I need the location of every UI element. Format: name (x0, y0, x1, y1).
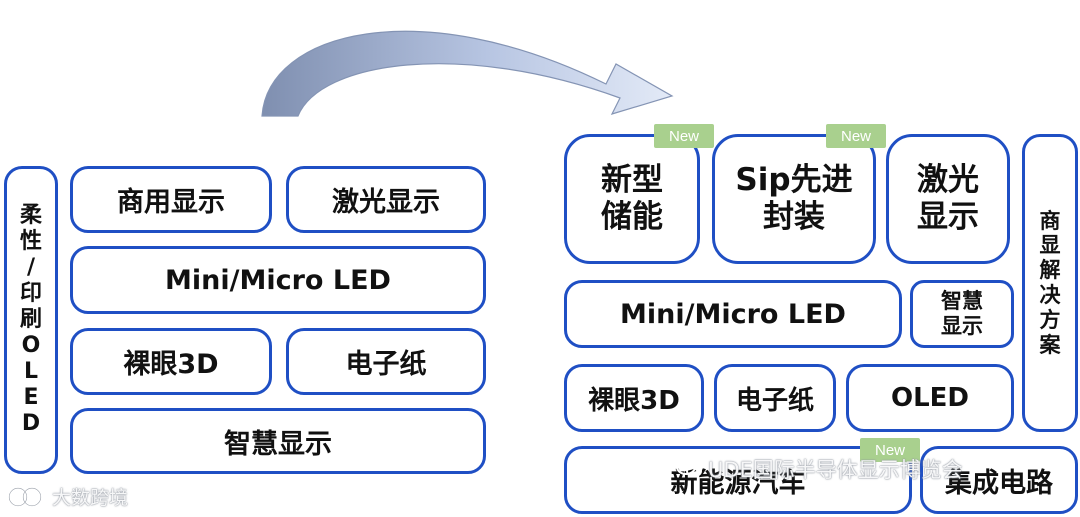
laser-display-label: 激光显示 (332, 187, 440, 218)
vertical-char: 性 (19, 229, 42, 255)
new-badge: New (654, 124, 714, 148)
mini-micro-led-label: Mini/Micro LED (165, 264, 391, 296)
logo-icon (8, 487, 42, 506)
sip-packaging-line1: Sip先进 (735, 162, 853, 199)
sip-packaging-line2: 封装 (763, 199, 825, 235)
new-energy-storage-box: 新型 储能 (564, 134, 700, 264)
sip-packaging-box: Sip先进 封装 (712, 134, 876, 264)
watermark-text: UDE国际半导体显示博览会 (676, 454, 963, 484)
oled-box: OLED (846, 364, 1014, 432)
laser-display-line1: 激光 (917, 162, 979, 199)
new-energy-storage-line2: 储能 (601, 199, 663, 235)
vertical-char: E (23, 384, 39, 410)
smart-display-line1: 智慧 (941, 289, 983, 314)
laser-display-line2: 显示 (917, 199, 979, 235)
e-paper-label: 电子纸 (345, 349, 427, 380)
naked-eye-3d-box-right: 裸眼3D (564, 364, 704, 432)
vertical-char: 刷 (19, 307, 42, 333)
oled-label: OLED (890, 383, 969, 413)
integrated-circuit-label: 集成电路 (945, 467, 1053, 499)
new-energy-storage-line1: 新型 (601, 162, 663, 199)
naked-eye-3d-label-right: 裸眼3D (588, 385, 680, 416)
vertical-char: 柔 (19, 203, 42, 229)
vertical-char: 印 (19, 281, 42, 307)
new-badge: New (826, 124, 886, 148)
mini-micro-led-box: Mini/Micro LED (70, 246, 486, 314)
smart-display-line2: 显示 (941, 314, 983, 338)
vertical-char: 解 (1039, 258, 1061, 283)
commercial-solutions-box: 商显解决方案 (1022, 134, 1078, 432)
smart-display-box: 智慧显示 (70, 408, 486, 474)
new-energy-vehicle-box: 新能源汽车 (564, 446, 912, 514)
e-paper-label-right: 电子纸 (735, 385, 814, 416)
vertical-char: 商 (1039, 208, 1061, 233)
mini-micro-led-label-right: Mini/Micro LED (620, 298, 846, 330)
new-badge: New (860, 438, 920, 462)
vertical-char: 案 (1039, 332, 1061, 357)
vertical-char: 方 (1039, 307, 1061, 332)
naked-eye-3d-label: 裸眼3D (123, 349, 219, 380)
watermark-logo-text: 大数跨境 (52, 487, 129, 509)
watermark-text-label: UDE国际半导体显示博览会 (708, 458, 963, 482)
vertical-char: L (23, 358, 38, 384)
e-paper-box-right: 电子纸 (714, 364, 836, 432)
vertical-char: D (21, 410, 41, 436)
vertical-char: / (26, 255, 36, 281)
laser-display-box-right: 激光 显示 (886, 134, 1010, 264)
smart-display-label: 智慧显示 (224, 428, 332, 460)
laser-display-box: 激光显示 (286, 166, 486, 233)
mini-micro-led-box-right: Mini/Micro LED (564, 280, 902, 348)
commercial-display-label: 商用显示 (117, 187, 225, 218)
commercial-solutions-label: 商显解决方案 (1040, 209, 1061, 358)
watermark-logo: 大数跨境 (8, 483, 128, 510)
vertical-char: O (21, 332, 41, 358)
vertical-char: 显 (1039, 233, 1061, 258)
chat-bubble-icon (676, 459, 702, 478)
curved-arrow-shape (261, 30, 674, 117)
smart-display-box-right: 智慧 显示 (910, 280, 1014, 348)
commercial-display-box: 商用显示 (70, 166, 272, 233)
integrated-circuit-box: 集成电路 (920, 446, 1078, 514)
vertical-char: 决 (1039, 283, 1061, 307)
e-paper-box: 电子纸 (286, 328, 486, 395)
naked-eye-3d-box: 裸眼3D (70, 328, 272, 395)
